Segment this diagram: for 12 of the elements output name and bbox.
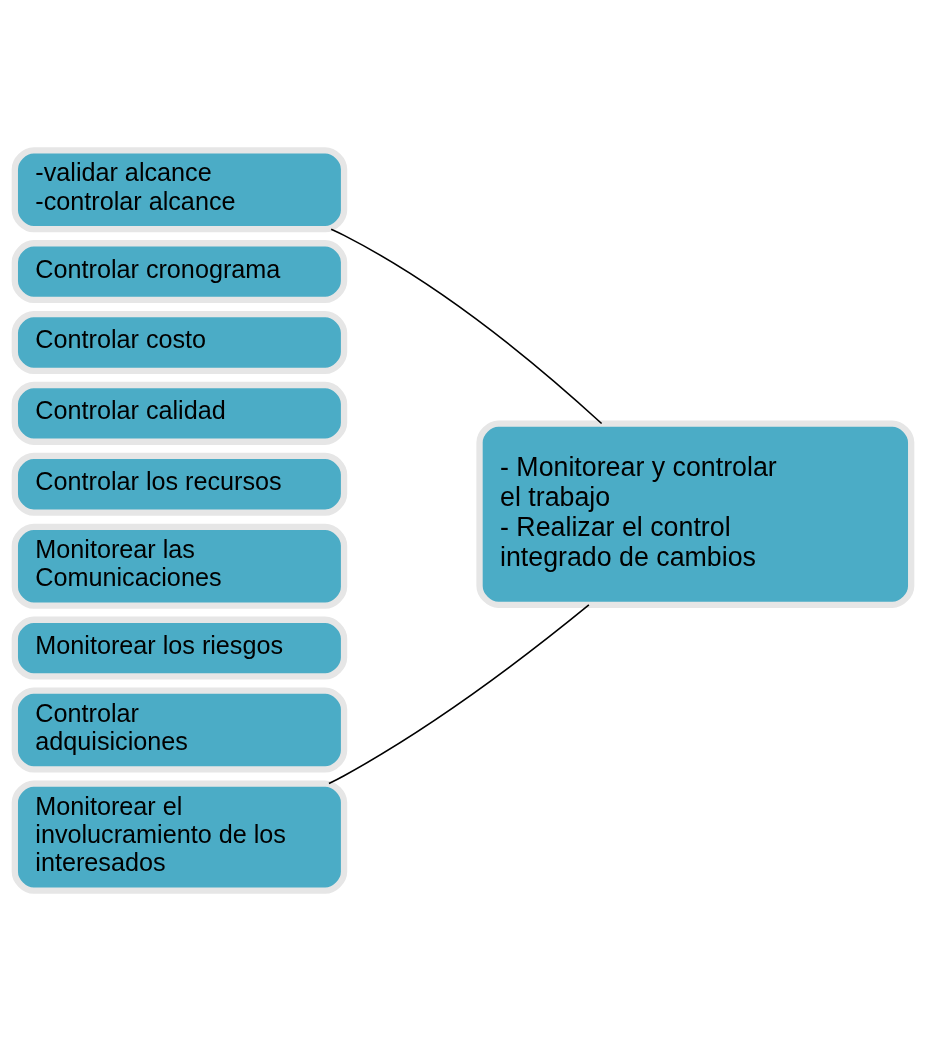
node-box: -validar alcance -controlar alcance	[11, 146, 348, 232]
node-box: Controlar cronograma	[11, 239, 348, 303]
node-box: Controlar costo	[11, 310, 348, 374]
node-box: Monitorear los riesgos	[11, 616, 348, 680]
node-box: Monitorear las Comunicaciones	[11, 523, 348, 609]
connector	[328, 603, 590, 784]
node-box: Monitorear el involucramiento de los interesados	[11, 779, 348, 894]
node-box: - Monitorear y controlar el trabajo - Realizar el control integrado de cambios	[476, 419, 915, 608]
connector	[330, 227, 603, 424]
node-box: Controlar adquisiciones	[11, 687, 348, 773]
node-box: Controlar calidad	[11, 381, 348, 445]
node-box: Controlar los recursos	[11, 452, 348, 516]
